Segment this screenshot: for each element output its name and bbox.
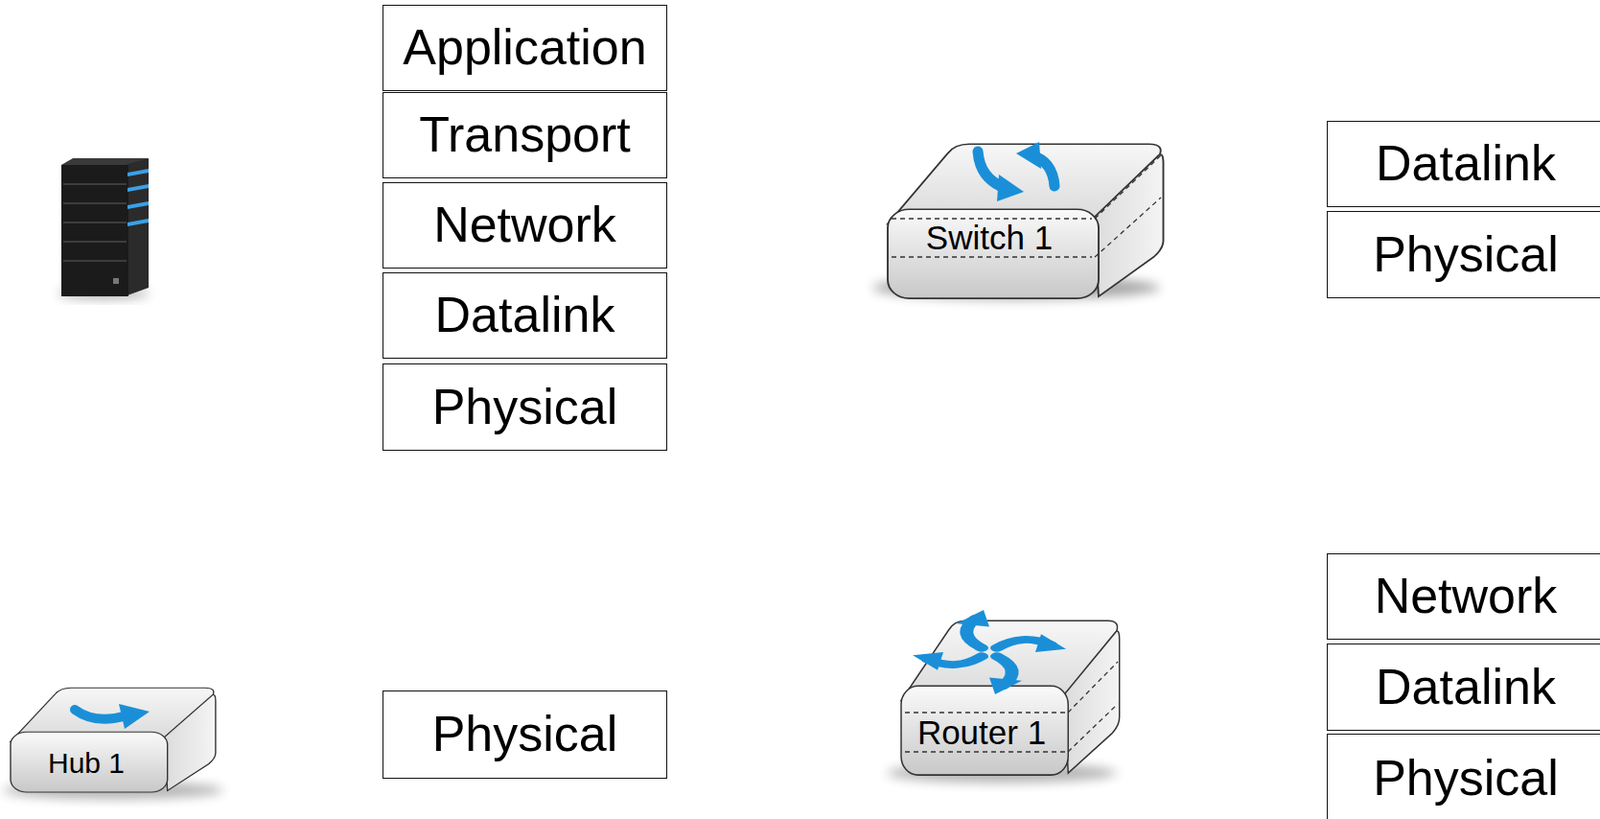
layer-box: Physical bbox=[382, 363, 668, 451]
server-icon bbox=[61, 158, 149, 297]
arrow-head bbox=[118, 703, 150, 729]
layer-box: Application bbox=[382, 4, 668, 92]
device-body bbox=[10, 687, 216, 792]
dashed-line bbox=[904, 750, 1067, 752]
server-slats bbox=[63, 184, 127, 261]
dashed-line bbox=[891, 255, 1092, 257]
dashed-line bbox=[1094, 155, 1161, 219]
device-name: Switch 1 bbox=[926, 219, 1053, 257]
layer-box: Physical bbox=[382, 690, 668, 779]
layer-box: Physical bbox=[1326, 210, 1600, 299]
layer-box: Network bbox=[1326, 553, 1600, 640]
device-label-face: Hub 1 bbox=[42, 744, 132, 781]
dashed-line bbox=[1067, 661, 1118, 713]
switch-icon bbox=[887, 141, 1164, 299]
layer-name: Network bbox=[433, 197, 617, 253]
dashed-line bbox=[1094, 197, 1161, 257]
layer-box: Datalink bbox=[1326, 643, 1600, 731]
layer-box: Datalink bbox=[382, 272, 668, 359]
layer-box: Physical bbox=[1326, 733, 1600, 819]
layer-box: Transport bbox=[382, 92, 668, 179]
layer-name: Physical bbox=[1372, 750, 1559, 806]
layer-name: Datalink bbox=[1375, 659, 1556, 715]
device-name: Hub 1 bbox=[47, 746, 125, 779]
layer-name: Datalink bbox=[435, 287, 616, 343]
device-label-face: Switch 1 bbox=[920, 217, 1060, 259]
device-body bbox=[901, 620, 1120, 775]
server-lights bbox=[127, 168, 149, 227]
layer-name: Network bbox=[1374, 568, 1558, 624]
dashed-line bbox=[1067, 703, 1118, 752]
device-label-face: Router 1 bbox=[911, 712, 1053, 754]
dashed-line bbox=[904, 711, 1067, 713]
server-front bbox=[61, 164, 129, 297]
layer-name: Application bbox=[402, 20, 647, 75]
switch-arrows bbox=[977, 151, 1055, 188]
hub-icon bbox=[10, 687, 216, 792]
arrow-head bbox=[1016, 141, 1042, 169]
layer-name: Physical bbox=[432, 379, 619, 435]
layer-box: Datalink bbox=[1326, 120, 1600, 208]
device-name: Router 1 bbox=[917, 714, 1046, 752]
layer-name: Datalink bbox=[1375, 136, 1556, 191]
server-badge bbox=[113, 278, 119, 284]
router-icon bbox=[901, 609, 1120, 775]
arrow-head bbox=[997, 174, 1024, 202]
router-arrows bbox=[912, 609, 1067, 695]
layer-box: Network bbox=[382, 182, 668, 269]
layer-name: Transport bbox=[418, 107, 631, 163]
device-body bbox=[887, 143, 1164, 299]
layer-name: Physical bbox=[1372, 227, 1559, 282]
hub-arrow bbox=[74, 709, 127, 719]
layer-name: Physical bbox=[432, 706, 619, 762]
